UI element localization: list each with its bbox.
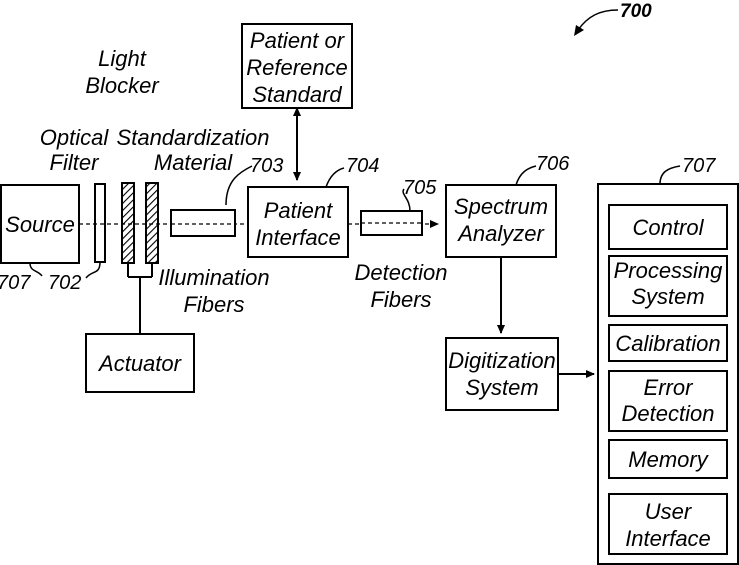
illumination-label-2: Fibers: [183, 292, 244, 317]
patient-reference-label-3: Standard: [252, 82, 342, 107]
spectrum-analyzer-label-1: Spectrum: [454, 194, 548, 219]
actuator-block: Actuator: [86, 277, 194, 392]
error-detection-label-1: Error: [644, 375, 695, 400]
processor-group-ref-leader: [660, 166, 680, 184]
detection-label-1: Detection: [355, 260, 448, 285]
source-ref: 707: [0, 272, 31, 294]
standardization-plate-1: [122, 183, 134, 263]
calibration-label: Calibration: [615, 331, 720, 356]
standardization-label-1: Standardization: [117, 125, 270, 150]
detection-label-2: Fibers: [370, 287, 431, 312]
optical-filter-ref-leader: [86, 262, 100, 278]
figure-reference: 700: [574, 1, 652, 36]
memory-label: Memory: [628, 447, 709, 472]
standardization-plate-2: [146, 183, 158, 263]
source-ref-leader: [30, 263, 42, 276]
processor-group-ref: 707: [682, 155, 716, 177]
light-blocker-label-1: Light: [98, 46, 147, 71]
actuator-label: Actuator: [97, 351, 183, 376]
optical-filter-label-1: Optical: [40, 125, 110, 150]
spectrum-analyzer-ref-leader: [516, 166, 536, 185]
user-interface-label-2: Interface: [625, 526, 711, 551]
processing-system-label-2: System: [631, 284, 704, 309]
optical-filter-element: [95, 184, 105, 262]
spectrum-analyzer-label-2: Analyzer: [456, 221, 545, 246]
patient-reference-label-1: Patient or: [250, 28, 346, 53]
digitization-block: Digitization System: [446, 338, 594, 410]
illumination-fibers: Illumination Fibers: [79, 210, 270, 317]
illumination-label-1: Illumination: [158, 265, 269, 290]
figure-ref-label: 700: [620, 1, 652, 22]
digitization-label-1: Digitization: [448, 348, 556, 373]
detection-fibers: 705 Detection Fibers: [348, 177, 447, 312]
patient-interface-ref: 704: [346, 155, 379, 177]
light-blocker: Light Blocker: [85, 46, 160, 98]
user-interface-label-1: User: [645, 499, 693, 524]
patient-interface-ref-leader: [326, 168, 344, 187]
source-label: Source: [5, 212, 75, 237]
standardization-ref: 703: [250, 155, 283, 177]
light-blocker-label-2: Blocker: [85, 73, 160, 98]
patient-reference-label-2: Reference: [246, 55, 348, 80]
standardization-label-2: Material: [154, 150, 233, 175]
spectrum-analyzer-ref: 706: [536, 153, 570, 175]
digitization-label-2: System: [465, 375, 538, 400]
spectrum-analyzer-block: Spectrum Analyzer 706: [446, 153, 570, 333]
processing-system-label-1: Processing: [614, 258, 724, 283]
patient-interface-label-2: Interface: [255, 225, 341, 250]
control-label: Control: [633, 215, 705, 240]
illumination-fiber-bundle: [171, 210, 235, 236]
patient-interface-label-1: Patient: [264, 198, 333, 223]
optical-filter-label-2: Filter: [50, 150, 101, 175]
detection-ref: 705: [403, 177, 437, 199]
processor-group: 707 Control Processing System Calibratio…: [598, 155, 738, 564]
error-detection-label-2: Detection: [622, 401, 715, 426]
optical-filter-ref: 702: [48, 272, 81, 294]
figure-ref-arrowhead: [574, 25, 584, 36]
